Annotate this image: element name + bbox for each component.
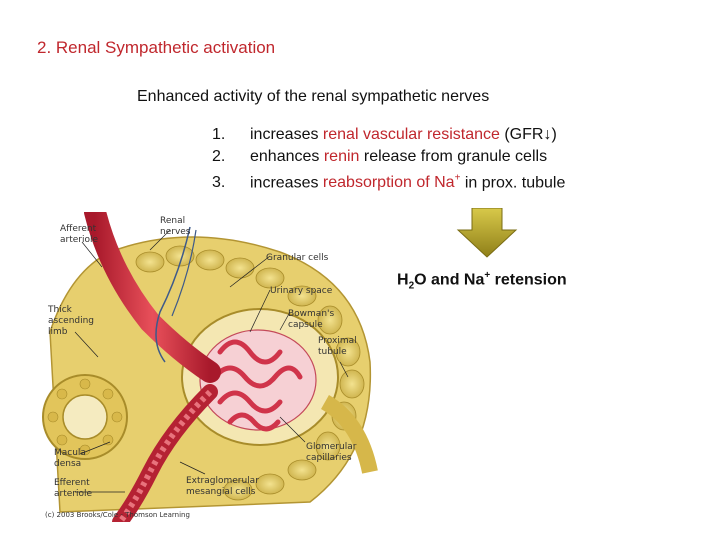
label-renal-nerves: Renal nerves — [160, 216, 191, 237]
list-number: 3. — [212, 174, 226, 192]
figure-copyright: (c) 2003 Brooks/Cole - Thomson Learning — [45, 511, 190, 519]
list-number: 1. — [212, 126, 226, 143]
label-glomerular-capillaries: Glomerular capillaries — [306, 442, 357, 463]
juxtaglomerular-figure: Afferent arteriole Renal nerves Granular… — [40, 201, 380, 530]
label-proximal-tubule: Proximal tubule — [318, 336, 357, 357]
slide-title: 2. Renal Sympathetic activation — [37, 38, 276, 57]
effects-list: 1.increases renal vascular resistance (G… — [212, 124, 565, 194]
label-extraglomerular-mesangial: Extraglomerular mesangial cells — [186, 476, 259, 497]
slide-subtitle: Enhanced activity of the renal sympathet… — [137, 88, 490, 105]
label-efferent-arteriole: Efferent arteriole — [54, 478, 93, 499]
kidney-illustration — [42, 201, 378, 530]
highlight-text: renin — [323, 148, 360, 165]
label-granular-cells: Granular cells — [266, 253, 329, 263]
list-item: 1.increases renal vascular resistance (G… — [212, 124, 565, 146]
list-item: 2.enhances renin release from granule ce… — [212, 146, 565, 168]
highlight-text: renal vascular resistance — [322, 126, 500, 143]
down-arrow-icon — [456, 208, 518, 258]
label-afferent-arteriole: Afferent arteriole — [60, 224, 99, 245]
label-macula-densa: Macula densa — [54, 448, 86, 469]
list-item: 3.increases reabsorption of Na+ in prox.… — [212, 168, 565, 194]
label-bowmans-capsule: Bowman's capsule — [288, 309, 335, 330]
highlight-text: reabsorption of Na+ — [322, 173, 461, 192]
label-thick-ascending-limb: Thick ascending limb — [48, 305, 95, 337]
result-text: H2O and Na+ retension — [397, 270, 567, 292]
label-urinary-space: Urinary space — [270, 286, 333, 296]
list-number: 2. — [212, 148, 226, 165]
